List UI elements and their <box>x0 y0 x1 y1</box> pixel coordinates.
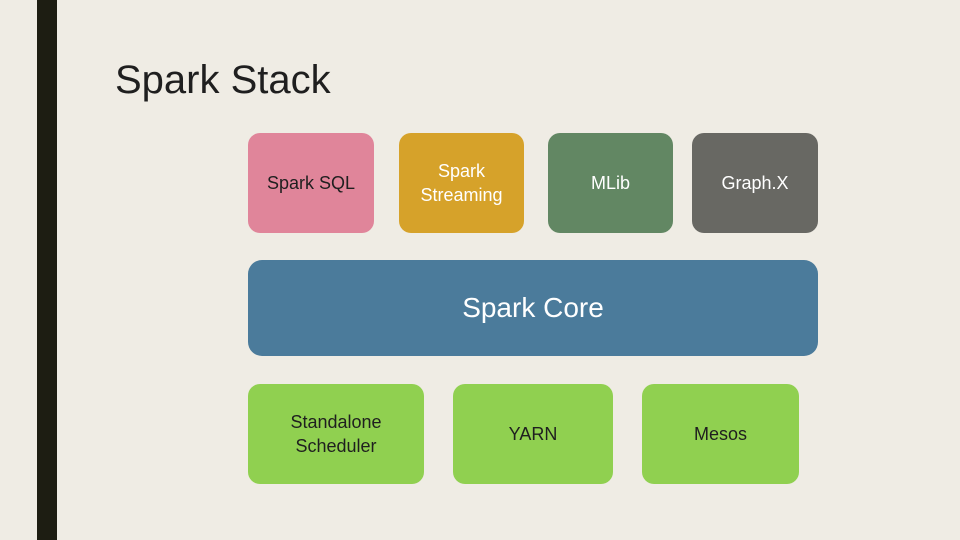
mesos-box: Mesos <box>642 384 799 484</box>
graphx-box: Graph.X <box>692 133 818 233</box>
spark-streaming-box: Spark Streaming <box>399 133 524 233</box>
standalone-scheduler-box: Standalone Scheduler <box>248 384 424 484</box>
mlib-box: MLib <box>548 133 673 233</box>
spark-core-box: Spark Core <box>248 260 818 356</box>
slide-accent-bar <box>37 0 57 540</box>
slide-title: Spark Stack <box>115 58 331 102</box>
spark-sql-box: Spark SQL <box>248 133 374 233</box>
yarn-box: YARN <box>453 384 613 484</box>
